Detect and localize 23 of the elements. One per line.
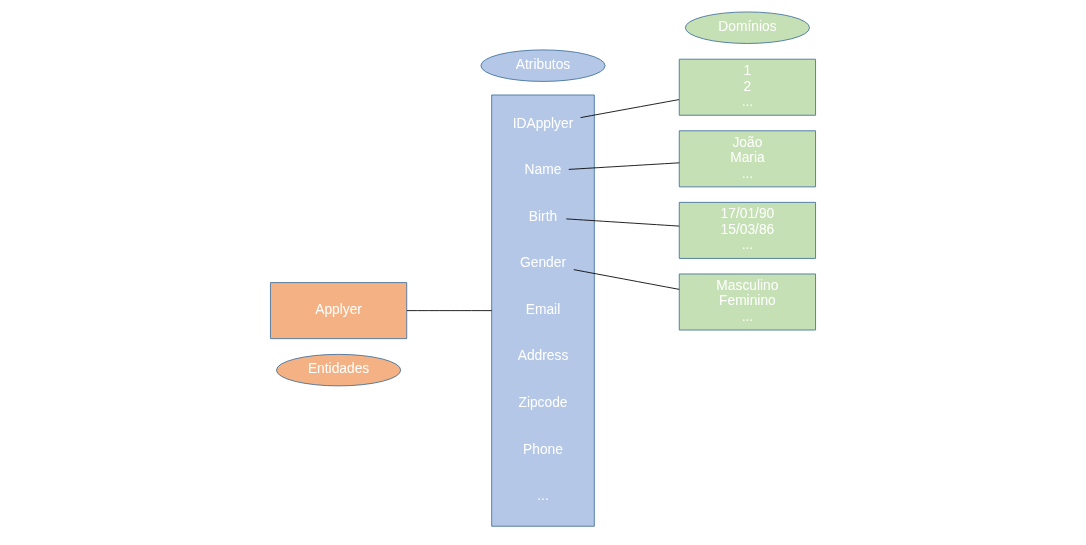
node-box: 1 2 ... xyxy=(678,58,816,116)
connector xyxy=(568,162,680,170)
node-text: Gender xyxy=(519,255,567,271)
node-box: João Maria ... xyxy=(678,130,816,188)
node-text: Birth xyxy=(528,208,558,224)
node-text: ... xyxy=(537,488,549,504)
connector xyxy=(573,269,680,290)
node-ellipse: Domínios xyxy=(684,11,810,44)
node-text: Address xyxy=(517,348,569,364)
node-text: IDApplyer xyxy=(512,115,574,131)
node-box: 17/01/90 15/03/86 ... xyxy=(678,201,816,259)
node-ellipse: Entidades xyxy=(276,353,402,387)
node-box: Applyer xyxy=(270,282,408,340)
node-text: Zipcode xyxy=(518,395,568,411)
connector xyxy=(565,218,680,227)
node-text: Name xyxy=(524,162,562,178)
node-box: Masculino Feminino ... xyxy=(678,273,816,331)
connector xyxy=(580,99,680,119)
node-text: Email xyxy=(525,301,561,317)
node-ellipse: Atributos xyxy=(480,49,606,82)
connector xyxy=(406,310,493,312)
node-text: Phone xyxy=(523,441,563,457)
cluster xyxy=(491,94,595,527)
